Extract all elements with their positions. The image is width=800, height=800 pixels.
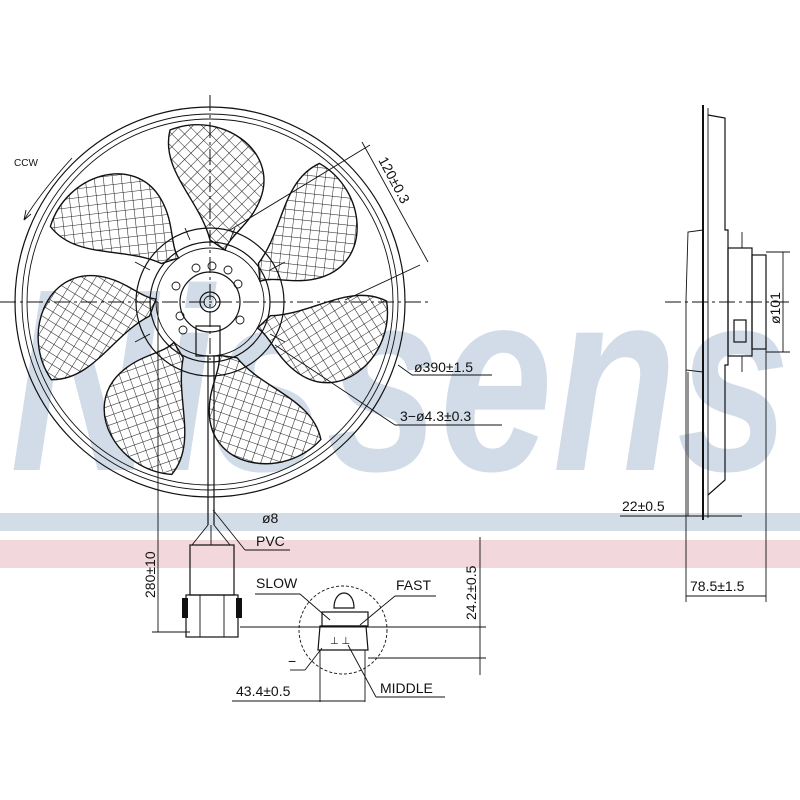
cable-material-label: PVC — [256, 533, 285, 549]
svg-text:3−ø4.3±0.3: 3−ø4.3±0.3 — [400, 408, 471, 424]
mount-holes-leader: 3−ø4.3±0.3 — [274, 344, 502, 426]
rotation-arrow-icon — [23, 157, 73, 221]
pin-ground-label: − — [288, 653, 296, 669]
motor-diameter-label: ø101 — [767, 292, 783, 324]
depth-total-label: 78.5±1.5 — [690, 578, 745, 594]
cable-diameter-label: ø8 — [262, 510, 279, 526]
pin-middle-label: MIDDLE — [380, 680, 433, 696]
rotation-label: CCW — [14, 158, 38, 169]
cable-assembly: 280±10 ø8 PVC — [142, 302, 290, 638]
side-view: ø101 22±0.5 78.5±1.5 — [620, 105, 790, 602]
cable-length-label: 280±10 — [142, 551, 158, 598]
svg-text:⊥ ⊥: ⊥ ⊥ — [330, 636, 350, 647]
connector-detail: ⊥ ⊥ SLOW FAST MIDDLE − 24.2±0.5 43.4±0.5 — [232, 537, 486, 702]
svg-text:120±0.3: 120±0.3 — [375, 154, 413, 206]
svg-text:ø390±1.5: ø390±1.5 — [414, 359, 473, 375]
depth-front-label: 22±0.5 — [622, 498, 665, 514]
pin-fast-label: FAST — [396, 577, 431, 593]
watermark-band-red — [0, 540, 800, 568]
pin-slow-label: SLOW — [256, 575, 298, 591]
watermark-band-blue — [0, 513, 800, 531]
diameter-leader: ø390±1.5 — [397, 359, 492, 376]
connector-width-label: 43.4±0.5 — [236, 683, 291, 699]
connector-height-label: 24.2±0.5 — [463, 565, 479, 620]
